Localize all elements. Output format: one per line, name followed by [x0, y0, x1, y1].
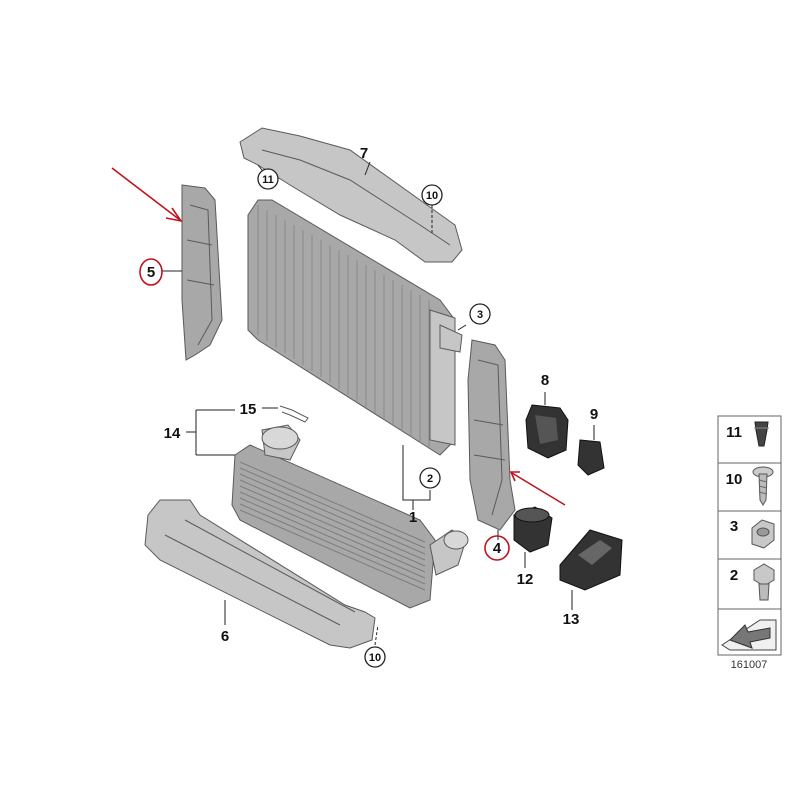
callout-15: 15: [240, 401, 257, 418]
legend-label-10: 10: [726, 471, 743, 488]
callout-3: 3: [469, 303, 491, 325]
highlight-arrows: [111, 167, 566, 506]
leader-lines: [162, 161, 595, 646]
diagram-code: 161007: [731, 659, 768, 671]
cover-13: [559, 529, 623, 591]
underbody-panel: [144, 499, 376, 649]
callout-12: 12: [517, 571, 534, 588]
right-air-duct: [467, 339, 516, 531]
callout-14: 14: [164, 425, 181, 442]
callout-10-bottom: 10: [364, 646, 386, 668]
callout-5: 5: [139, 258, 163, 286]
intercooler: [231, 424, 469, 609]
drain-plug-icon: [753, 563, 775, 601]
callout-13: 13: [563, 611, 580, 628]
hose-clip: [279, 405, 309, 423]
callout-4: 4: [484, 535, 510, 561]
left-air-duct: [181, 184, 223, 361]
callout-9: 9: [590, 406, 598, 423]
callout-7: 7: [360, 145, 368, 162]
svg-text:5: 5: [147, 264, 155, 281]
callout-2: 2: [419, 467, 441, 489]
clip-icon: [754, 421, 769, 447]
callout-11: 11: [257, 168, 279, 190]
callout-8: 8: [541, 372, 549, 389]
radiator: [247, 199, 463, 456]
fastener-legend: 11 10 3 2 161007: [717, 415, 782, 671]
svg-text:4: 4: [493, 540, 502, 557]
svg-text:11: 11: [262, 174, 274, 186]
clip-9: [577, 439, 605, 476]
plug-icon: [751, 519, 775, 549]
legend-label-3: 3: [730, 518, 738, 535]
callout-10-top: 10: [421, 184, 443, 206]
screw-icon: [752, 466, 774, 506]
svg-text:10: 10: [426, 190, 438, 202]
cap-12: [513, 506, 553, 553]
legend-label-11: 11: [726, 424, 742, 441]
callout-1: 1: [409, 509, 417, 526]
legend-label-2: 2: [730, 567, 738, 584]
svg-text:3: 3: [477, 309, 483, 321]
svg-text:2: 2: [427, 473, 433, 485]
callout-6: 6: [221, 628, 229, 645]
svg-text:10: 10: [369, 652, 381, 664]
arrow-plate-icon: [721, 619, 777, 651]
bracket-8: [525, 404, 569, 459]
